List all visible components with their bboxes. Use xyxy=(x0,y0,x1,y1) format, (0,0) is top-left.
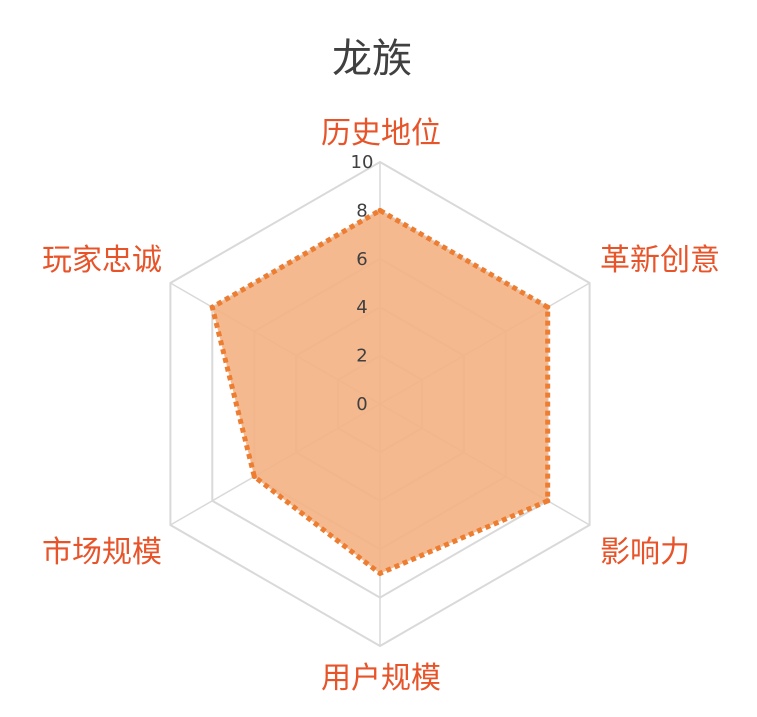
data-point xyxy=(545,304,551,310)
axis-label: 玩家忠诚 xyxy=(42,243,162,278)
tick-label: 6 xyxy=(356,249,367,270)
axis-label: 革新创意 xyxy=(600,243,720,278)
data-point xyxy=(209,304,215,310)
tick-label: 8 xyxy=(356,200,367,221)
chart-title: 龙族 xyxy=(332,36,412,82)
axis-label: 历史地位 xyxy=(321,116,441,151)
axis-label: 影响力 xyxy=(600,535,690,570)
axis-label: 用户规模 xyxy=(321,661,441,696)
tick-label: 0 xyxy=(356,394,367,415)
tick-label: 2 xyxy=(356,346,367,367)
axis-label: 市场规模 xyxy=(42,535,162,570)
data-point xyxy=(545,498,551,504)
data-point xyxy=(251,474,257,480)
tick-label: 10 xyxy=(351,152,374,173)
radar-tick-labels: 0 2 4 6 8 10 xyxy=(351,152,374,415)
radar-series xyxy=(209,207,551,577)
data-point xyxy=(377,207,383,213)
tick-label: 4 xyxy=(356,297,367,318)
series-area xyxy=(209,207,551,577)
data-point xyxy=(377,570,383,576)
